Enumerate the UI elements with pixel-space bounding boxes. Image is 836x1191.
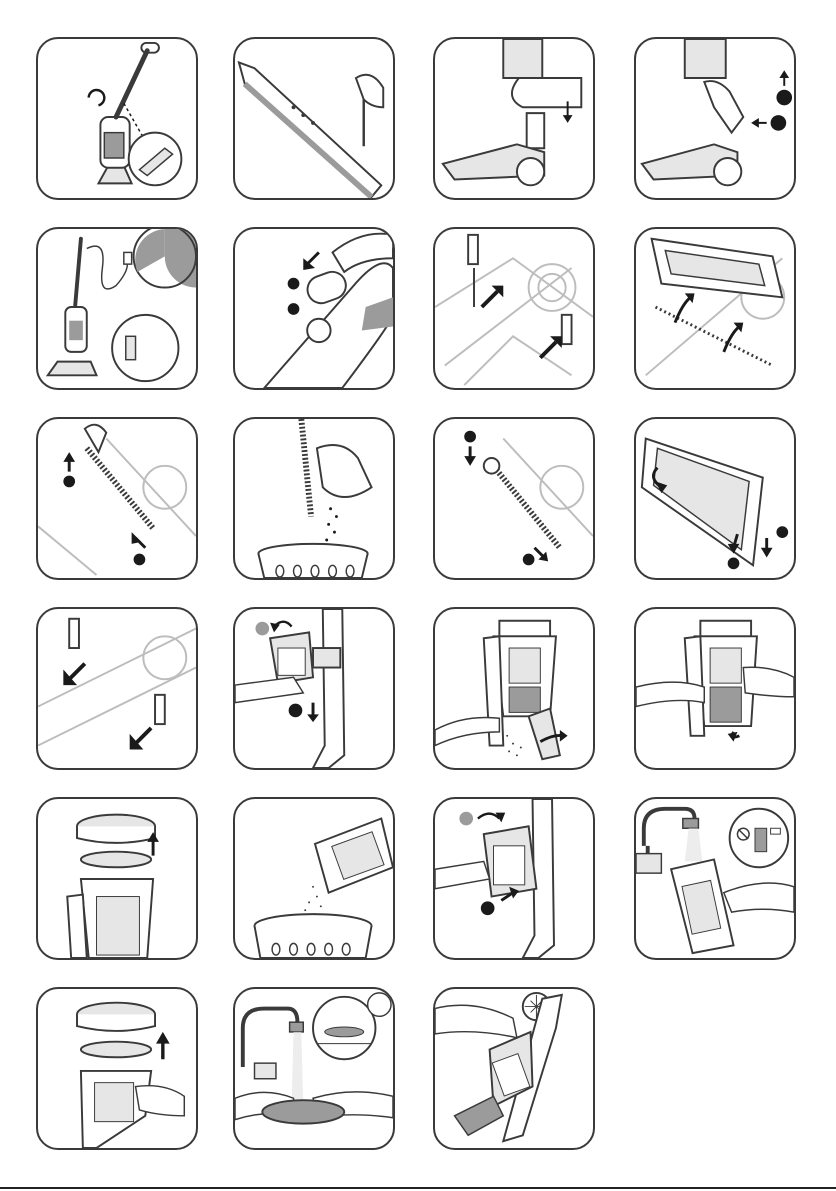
foam-filter-wash-icon: [235, 989, 393, 1148]
step-panel-7: [433, 227, 595, 390]
handle-attach-icon: [38, 39, 196, 198]
power-button-icon: [235, 229, 393, 388]
step-panel-12: [634, 417, 796, 580]
page-bottom-rule: [0, 1187, 836, 1189]
brush-roll-clean-icon: [235, 419, 393, 578]
step-panel-9: [36, 417, 198, 580]
step-marker-2: [776, 526, 788, 538]
step-marker-2: [481, 901, 495, 915]
step-marker-2: [523, 554, 535, 566]
step-panel-3: [433, 37, 595, 200]
handle-release-icon: [636, 39, 794, 198]
charging-clock-icon: [38, 229, 196, 388]
handle-insert-down-icon: [435, 39, 593, 198]
step-marker-1: [464, 431, 476, 443]
step-panel-10: [233, 417, 395, 580]
dust-container-open-icon: [435, 609, 593, 768]
foam-filter-remove-icon: [38, 989, 196, 1148]
step-panel-4: [634, 37, 796, 200]
step-panel-5: [36, 227, 198, 390]
step-panel-11: [433, 417, 595, 580]
step-marker-1: [255, 622, 269, 636]
step-panel-19: [433, 797, 595, 960]
brush-cover-release-icon: [435, 229, 593, 388]
step-marker-2: [288, 303, 300, 315]
step-panel-14: [233, 607, 395, 770]
brush-roll-insert-icon: [435, 419, 593, 578]
step-panel-21: [36, 987, 198, 1150]
step-panel-17: [36, 797, 198, 960]
step-panel-20: [634, 797, 796, 960]
brush-cover-lift-icon: [636, 229, 794, 388]
dust-container-remove-icon: [235, 609, 393, 768]
step-panel-8: [634, 227, 796, 390]
step-panel-18: [233, 797, 395, 960]
screw-tighten-icon: [235, 39, 393, 198]
filter-remove-icon: [38, 799, 196, 958]
step-panel-23: [433, 987, 595, 1150]
step-panel-22: [233, 987, 395, 1150]
step-panel-15: [433, 607, 595, 770]
handheld-unit-icon: [435, 989, 593, 1148]
brush-cover-lock-icon: [38, 609, 196, 768]
dust-empty-bin-icon: [235, 799, 393, 958]
step-marker-1: [728, 558, 740, 570]
step-marker-1: [459, 812, 473, 826]
step-marker-2: [289, 704, 303, 718]
step-panel-2: [233, 37, 395, 200]
dust-container-insert-icon: [435, 799, 593, 958]
step-panel-16: [634, 607, 796, 770]
step-marker-2: [771, 115, 787, 131]
step-marker-2: [134, 554, 146, 566]
step-panel-6: [233, 227, 395, 390]
container-rinse-icon: [636, 799, 794, 958]
step-panel-13: [36, 607, 198, 770]
dust-container-close-icon: [636, 609, 794, 768]
brush-cover-close-icon: [636, 419, 794, 578]
step-marker-1: [776, 90, 792, 106]
step-panel-1: [36, 37, 198, 200]
brush-roll-remove-icon: [38, 419, 196, 578]
step-marker-1: [63, 476, 75, 488]
step-marker-1: [288, 278, 300, 290]
